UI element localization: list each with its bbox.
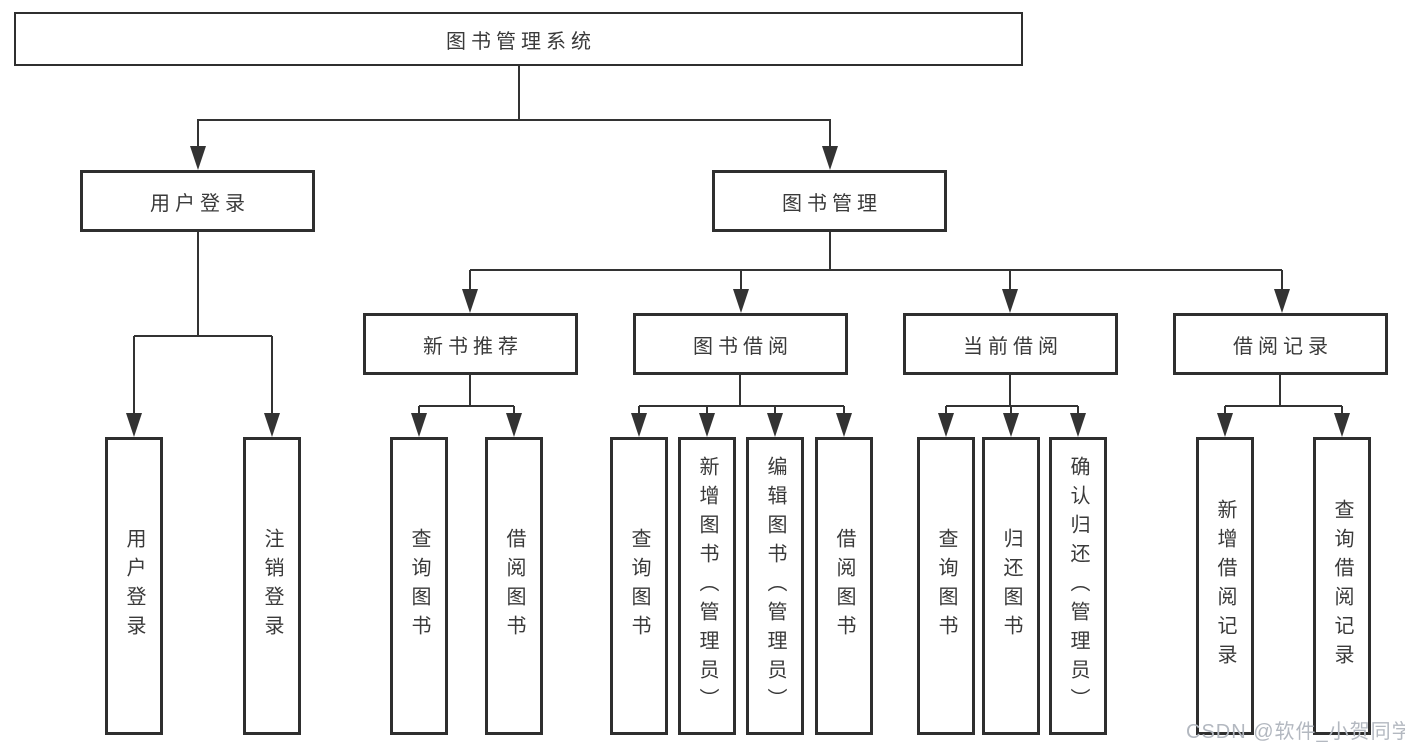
leaf-borrow-query-books: 查询图书 [610,437,668,735]
leaf-borrow-add-books-admin-label: 新增图书（管理员） [696,455,718,717]
node-new-book-rec: 新书推荐 [363,313,578,375]
leaf-borrow-borrow-books-label: 借阅图书 [833,528,855,644]
node-book-borrow-label: 图书借阅 [693,335,793,358]
node-book-mgmt: 图书管理 [712,170,947,232]
leaf-newrec-borrow-books: 借阅图书 [485,437,543,735]
leaf-current-query-books-label: 查询图书 [935,528,957,644]
node-borrow-records-label: 借阅记录 [1233,335,1333,358]
node-user-login: 用户登录 [80,170,315,232]
leaf-borrow-add-books-admin: 新增图书（管理员） [678,437,736,735]
node-book-borrow: 图书借阅 [633,313,848,375]
node-new-book-rec-label: 新书推荐 [423,335,523,358]
csdn-watermark: CSDN @软件_小贺同学 [1186,721,1405,743]
node-current-borrow-label: 当前借阅 [963,335,1063,358]
node-borrow-records: 借阅记录 [1173,313,1388,375]
node-book-mgmt-label: 图书管理 [782,192,882,215]
node-user-login-label: 用户登录 [150,192,250,215]
leaf-logout-login-label: 注销登录 [261,528,283,644]
leaf-logout-login: 注销登录 [243,437,301,735]
leaf-user-login: 用户登录 [105,437,163,735]
leaf-records-add-record: 新增借阅记录 [1196,437,1254,735]
leaf-records-add-record-label: 新增借阅记录 [1214,499,1236,673]
leaf-borrow-edit-books-admin: 编辑图书（管理员） [746,437,804,735]
leaf-newrec-query-books-label: 查询图书 [408,528,430,644]
leaf-borrow-edit-books-admin-label: 编辑图书（管理员） [764,455,786,717]
node-root-label: 图书管理系统 [446,30,596,53]
leaf-newrec-borrow-books-label: 借阅图书 [503,528,525,644]
leaf-current-query-books: 查询图书 [917,437,975,735]
node-current-borrow: 当前借阅 [903,313,1118,375]
leaf-current-return-books-label: 归还图书 [1000,528,1022,644]
node-root: 图书管理系统 [14,12,1023,66]
leaf-records-query-record-label: 查询借阅记录 [1331,499,1353,673]
leaf-current-confirm-return-admin-label: 确认归还（管理员） [1067,455,1089,717]
leaf-user-login-label: 用户登录 [123,528,145,644]
leaf-borrow-borrow-books: 借阅图书 [815,437,873,735]
leaf-newrec-query-books: 查询图书 [390,437,448,735]
leaf-current-confirm-return-admin: 确认归还（管理员） [1049,437,1107,735]
leaf-records-query-record: 查询借阅记录 [1313,437,1371,735]
leaf-current-return-books: 归还图书 [982,437,1040,735]
arrowheads [126,146,1350,437]
leaf-borrow-query-books-label: 查询图书 [628,528,650,644]
